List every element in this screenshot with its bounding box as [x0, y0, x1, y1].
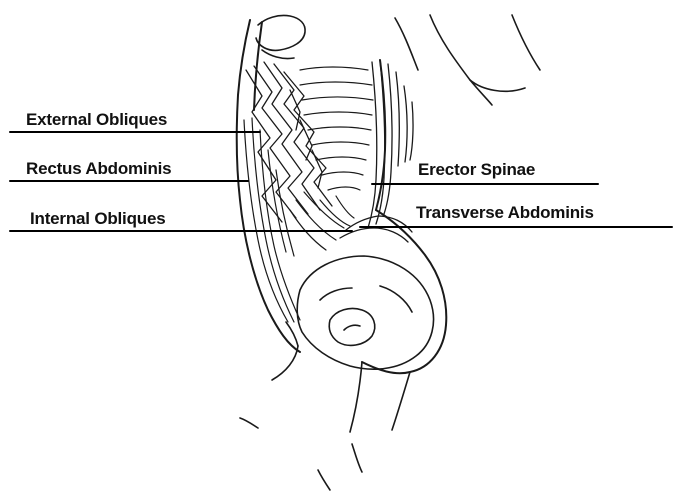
label-erector-spinae: Erector Spinae	[418, 161, 535, 178]
erector-spinae-muscle	[368, 60, 413, 228]
arm-outline	[395, 15, 540, 105]
rectus-abdominis-muscle	[244, 118, 300, 322]
pelvis-illustration	[297, 256, 433, 369]
internal-obliques-muscle	[290, 192, 354, 250]
label-transverse-abdominis: Transverse Abdominis	[416, 204, 594, 221]
lower-body-outline	[240, 322, 410, 490]
spine-top	[256, 15, 305, 58]
label-rectus-abdominis: Rectus Abdominis	[26, 160, 171, 177]
label-external-obliques: External Obliques	[26, 111, 167, 128]
label-internal-obliques: Internal Obliques	[30, 210, 165, 227]
